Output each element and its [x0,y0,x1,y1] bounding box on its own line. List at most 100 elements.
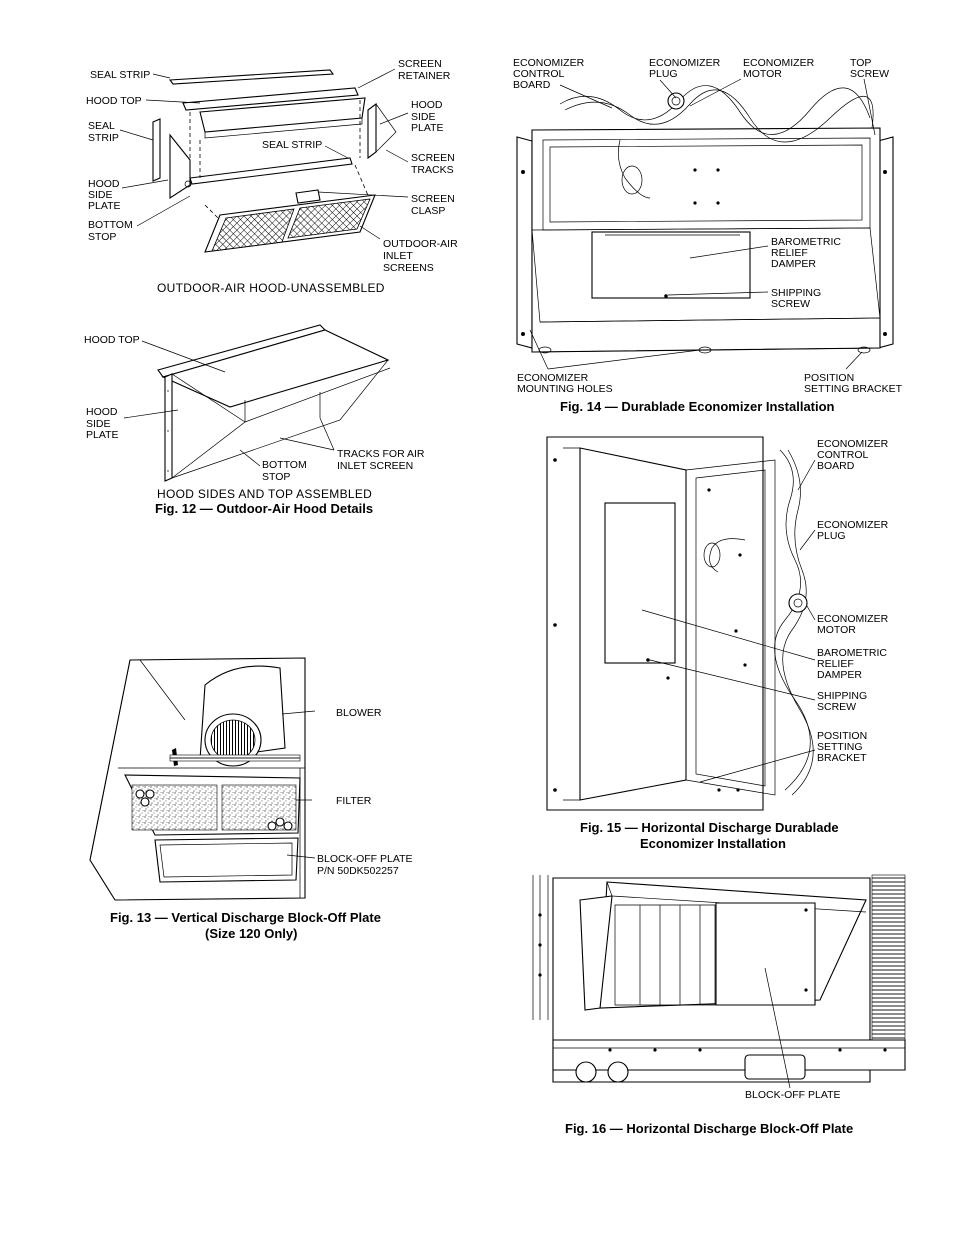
fig15-caption-line2: Economizer Installation [640,836,786,851]
fig16-drawing [532,874,906,1089]
fig12-assembled-labels: HOOD TOP HOOD SIDE PLATE BOTTOM STOP TRA… [84,334,425,516]
blower-part [172,665,286,767]
label-15-motor-1: ECONOMIZER [817,613,889,625]
label-14-motor-1: ECONOMIZER [743,57,815,69]
label-screen-tracks-1: SCREEN [411,152,455,164]
label-14-shipping-1: SHIPPING [771,287,821,299]
fig14-labels: ECONOMIZER CONTROL BOARD ECONOMIZER PLUG… [513,57,903,414]
label-15-motor-2: MOTOR [817,624,856,636]
label-hood-side-left-3: PLATE [88,200,120,212]
label-tracks-2: INLET SCREEN [337,460,413,472]
label-hood-side-right-1: HOOD [411,99,443,111]
label-14-position-1: POSITION [804,372,854,384]
seal-strip-left-part [152,118,161,182]
label-14-motor-2: MOTOR [743,68,782,80]
label-assembled-bottom-stop-2: STOP [262,471,290,483]
label-assembled-bottom-stop-1: BOTTOM [262,459,307,471]
label-14-damper-2: RELIEF [771,247,808,259]
label-14-top-screw-2: SCREW [850,68,889,80]
label-14-position-2: SETTING BRACKET [804,383,903,395]
fig12-caption: Fig. 12 — Outdoor-Air Hood Details [155,501,373,516]
fig12-unassembled-labels: SEAL STRIP HOOD TOP SEAL STRIP HOOD SIDE… [86,58,458,295]
barometric-damper-14 [591,231,751,299]
screen-retainer-part [182,87,359,111]
label-hood-side-right-2: SIDE [411,111,436,123]
label-screen-clasp-2: CLASP [411,205,445,217]
fig15-labels: ECONOMIZER CONTROL BOARD ECONOMIZER PLUG… [580,438,889,851]
label-15-position-2: SETTING [817,741,863,753]
label-seal-left-1: SEAL [88,120,115,132]
filter-part [124,774,301,836]
label-15-control-1: ECONOMIZER [817,438,889,450]
label-inlet-screens-1: OUTDOOR-AIR [383,238,458,250]
label-part-number: P/N 50DK502257 [317,865,399,877]
fig13-labels: BLOWER FILTER BLOCK-OFF PLATE P/N 50DK50… [110,707,413,941]
fig12-assembled-drawing [123,324,391,482]
label-block-off-plate-13: BLOCK-OFF PLATE [317,853,413,865]
label-15-control-2: CONTROL [817,449,868,461]
label-seal-strip-mid: SEAL STRIP [262,139,322,151]
label-filter: FILTER [336,795,372,807]
screen-clasp-part [295,189,321,204]
label-15-damper-3: DAMPER [817,669,862,681]
fig14-drawing [516,78,894,370]
label-hood-side-right-3: PLATE [411,122,443,134]
label-14-damper-3: DAMPER [771,258,816,270]
label-screen-tracks-2: TRACKS [411,164,454,176]
label-14-mounting-2: MOUNTING HOLES [517,383,613,395]
seal-strip-top-part [168,69,335,85]
fig12-assembled-subtitle: HOOD SIDES AND TOP ASSEMBLED [157,487,372,501]
label-15-damper-1: BAROMETRIC [817,647,887,659]
label-seal-left-2: STRIP [88,132,119,144]
label-assembled-side-2: SIDE [86,418,111,430]
hood-side-plate-left-part [169,133,191,200]
label-16-block-off-plate: BLOCK-OFF PLATE [745,1089,841,1101]
label-bottom-stop-1: BOTTOM [88,219,133,231]
label-hood-side-left-1: HOOD [88,178,120,190]
label-14-plug-2: PLUG [649,68,678,80]
label-inlet-screens-3: SCREENS [383,262,434,274]
label-tracks-1: TRACKS FOR AIR [337,448,425,460]
label-15-shipping-2: SCREW [817,701,856,713]
block-off-plate-16 [715,902,816,1006]
label-inlet-screens-2: INLET [383,250,413,262]
fig14-caption: Fig. 14 — Durablade Economizer Installat… [560,399,835,414]
fig12-unassembled-drawing [119,68,409,253]
fig16-labels: BLOCK-OFF PLATE Fig. 16 — Horizontal Dis… [565,1089,853,1136]
barometric-damper-15 [604,502,676,664]
fig16-caption: Fig. 16 — Horizontal Discharge Block-Off… [565,1121,853,1136]
label-screen-retainer-1: SCREEN [398,58,442,70]
label-bottom-stop-2: STOP [88,231,116,243]
label-hood-top: HOOD TOP [86,95,142,107]
label-15-damper-2: RELIEF [817,658,854,670]
fig12-unassembled-subtitle: OUTDOOR-AIR HOOD-UNASSEMBLED [157,281,385,295]
fig15-drawing [546,436,816,811]
label-14-shipping-2: SCREW [771,298,810,310]
label-14-plug-1: ECONOMIZER [649,57,721,69]
label-14-damper-1: BAROMETRIC [771,236,841,248]
label-14-top-screw-1: TOP [850,57,871,69]
label-screen-retainer-2: RETAINER [398,70,451,82]
label-14-control-3: BOARD [513,79,551,91]
label-assembled-side-3: PLATE [86,429,118,441]
hood-side-plate-right-part [367,102,377,160]
label-15-plug-1: ECONOMIZER [817,519,889,531]
label-15-control-3: BOARD [817,460,855,472]
label-14-control-1: ECONOMIZER [513,57,585,69]
fig15-caption-line1: Fig. 15 — Horizontal Discharge Durablade [580,820,839,835]
label-blower: BLOWER [336,707,382,719]
label-seal-strip-top: SEAL STRIP [90,69,150,81]
label-14-mounting-1: ECONOMIZER [517,372,589,384]
label-assembled-side-1: HOOD [86,406,118,418]
label-screen-clasp-1: SCREEN [411,193,455,205]
label-15-plug-2: PLUG [817,530,846,542]
label-hood-side-left-2: SIDE [88,189,113,201]
label-15-shipping-1: SHIPPING [817,690,867,702]
label-15-position-1: POSITION [817,730,867,742]
label-assembled-hood-top: HOOD TOP [84,334,140,346]
seal-strip-mid-part [189,157,353,185]
label-14-control-2: CONTROL [513,68,564,80]
label-15-position-3: BRACKET [817,752,867,764]
fig13-caption-line2: (Size 120 Only) [205,926,297,941]
